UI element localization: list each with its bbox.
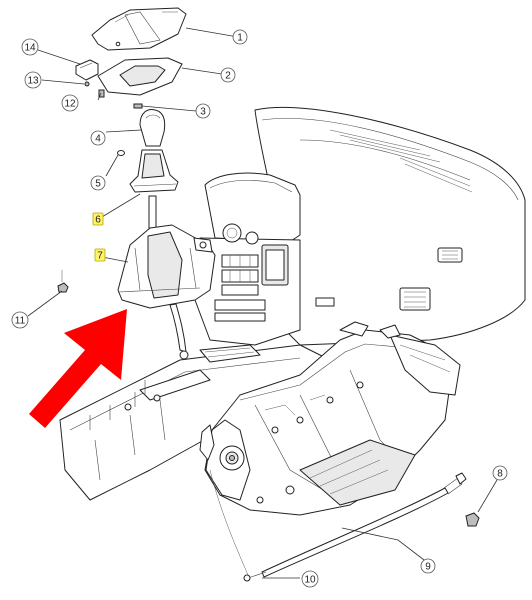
red-arrow-icon <box>29 309 127 428</box>
callout-10: 10 <box>301 570 319 588</box>
callout-1: 1 <box>232 29 248 45</box>
callout-7-label: 7 <box>97 251 103 262</box>
bolt <box>84 81 90 87</box>
center-stack <box>194 172 301 346</box>
callout-14: 14 <box>21 38 39 56</box>
callout-9: 9 <box>420 558 436 574</box>
callout-3: 3 <box>195 103 211 119</box>
callout-5-label: 5 <box>95 179 101 190</box>
callout-5: 5 <box>90 175 106 191</box>
instrument-panel <box>254 106 526 346</box>
transmission-case <box>199 321 461 516</box>
callout-6-label: 6 <box>95 215 101 226</box>
floor-console <box>59 344 331 501</box>
callout-1-label: 1 <box>237 33 243 44</box>
bezel-frame <box>97 57 183 96</box>
callout-13-label: 13 <box>27 76 39 87</box>
leader-lines <box>27 27 498 579</box>
callout-8: 8 <box>492 465 508 481</box>
callout-14-label: 14 <box>24 43 36 54</box>
cable-bushing <box>465 512 480 527</box>
shift-knob <box>139 109 166 147</box>
shift-bezel-trim <box>91 7 187 51</box>
callout-8-label: 8 <box>497 469 503 480</box>
shift-cable <box>209 469 467 582</box>
callout-12-label: 12 <box>64 99 76 110</box>
shift-boot <box>129 149 179 233</box>
callout-6: 6 <box>92 212 104 226</box>
callout-3-label: 3 <box>200 107 206 118</box>
callout-4: 4 <box>90 130 106 146</box>
mounting-nut <box>57 270 69 293</box>
callout-11: 11 <box>11 311 29 329</box>
clip <box>98 89 105 98</box>
callout-11-label: 11 <box>15 316 26 327</box>
shifter-assembly <box>117 224 216 360</box>
callout-9-label: 9 <box>425 562 431 573</box>
callout-7: 7 <box>94 248 106 262</box>
callout-10-label: 10 <box>304 575 316 586</box>
callout-13: 13 <box>24 71 42 89</box>
callout-2: 2 <box>220 67 236 83</box>
callout-2-label: 2 <box>225 71 231 82</box>
retainer-clip <box>117 150 125 156</box>
callout-12: 12 <box>61 94 79 112</box>
callout-4-label: 4 <box>95 134 101 145</box>
screw <box>133 103 197 112</box>
shift-switch <box>75 59 99 81</box>
